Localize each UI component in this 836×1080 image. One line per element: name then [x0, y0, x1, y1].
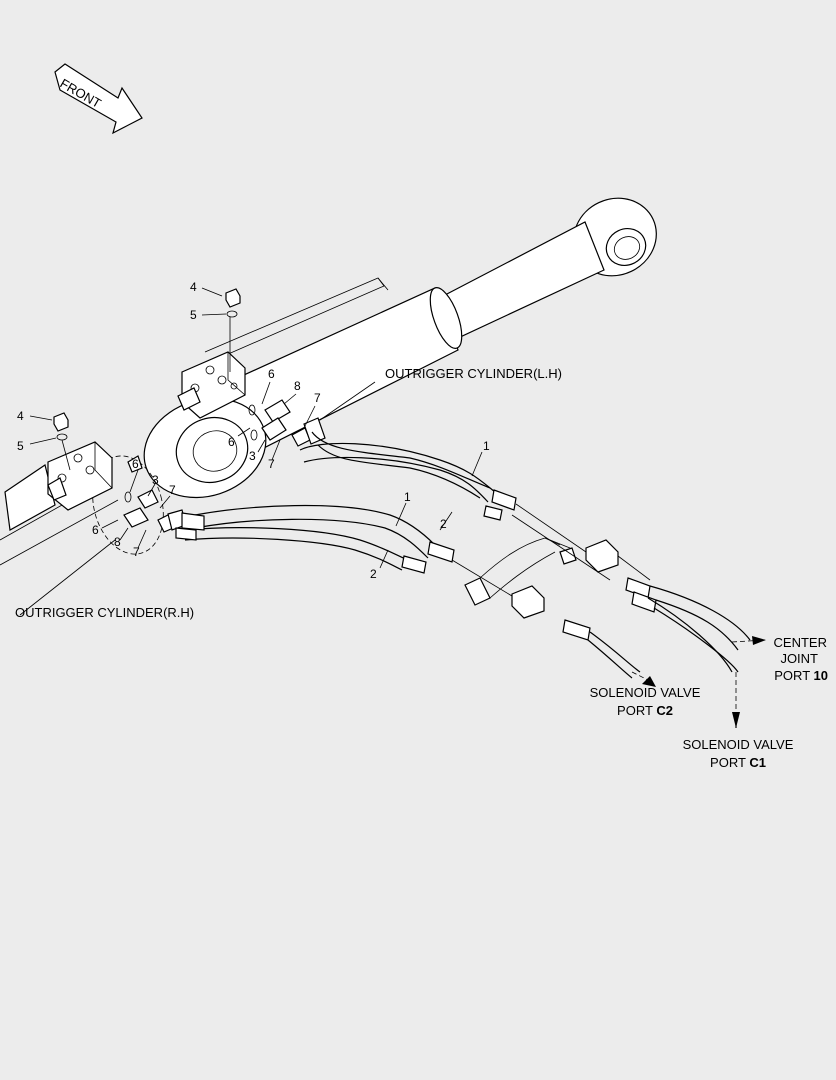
plug-lower [53, 412, 71, 471]
callout-7-a: 7 [314, 391, 321, 405]
callout-3-a: 3 [249, 449, 256, 463]
callout-6-b: 6 [228, 435, 235, 449]
callout-5-upper: 5 [190, 308, 197, 322]
leaders [29, 287, 483, 569]
callout-4-upper: 4 [190, 280, 197, 294]
fittings-upper [248, 399, 326, 447]
cylinder-rh [0, 441, 164, 616]
lines-out [451, 503, 766, 728]
callout-7-d: 7 [133, 545, 140, 559]
hoses-lower [175, 504, 455, 574]
sol-c2-line1: SOLENOID VALVE [590, 685, 701, 700]
callout-8-b: 8 [114, 535, 121, 549]
callout-8-a: 8 [294, 379, 301, 393]
sol-c1-line1: SOLENOID VALVE [683, 737, 794, 752]
fittings-lower [123, 489, 187, 533]
hoses-upper [299, 431, 517, 521]
sol-c1-line2: PORT C1 [710, 755, 766, 770]
center-joint-line2: JOINT [780, 651, 818, 666]
label-cylinder-rh: OUTRIGGER CYLINDER(R.H) [15, 605, 194, 620]
sol-c2-line2: PORT C2 [617, 703, 673, 718]
callout-1-b: 1 [404, 490, 411, 504]
callout-6-d: 6 [92, 523, 99, 537]
center-joint-line1: CENTER [774, 635, 827, 650]
label-solenoid-c2: SOLENOID VALVE PORT C2 [590, 685, 701, 718]
callout-2-a: 2 [440, 517, 447, 531]
callout-7-b: 7 [268, 457, 275, 471]
callout-7-c: 7 [169, 483, 176, 497]
label-cylinder-lh: OUTRIGGER CYLINDER(L.H) [385, 366, 562, 381]
callout-4-lower: 4 [17, 409, 24, 423]
front-arrow: FRONT [54, 63, 143, 135]
callout-3-b: 3 [152, 473, 159, 487]
callout-2-b: 2 [370, 567, 377, 581]
label-center-joint: CENTER JOINT PORT 10 [774, 635, 828, 683]
callout-6-a: 6 [268, 367, 275, 381]
callout-6-c: 6 [132, 457, 139, 471]
callout-5-lower: 5 [17, 439, 24, 453]
label-solenoid-c1: SOLENOID VALVE PORT C1 [683, 737, 794, 770]
tee-fittings [464, 537, 657, 641]
cylinder-lh [143, 197, 657, 499]
center-joint-line3: PORT 10 [774, 668, 828, 683]
plug-upper [225, 288, 241, 372]
callout-1-a: 1 [483, 439, 490, 453]
